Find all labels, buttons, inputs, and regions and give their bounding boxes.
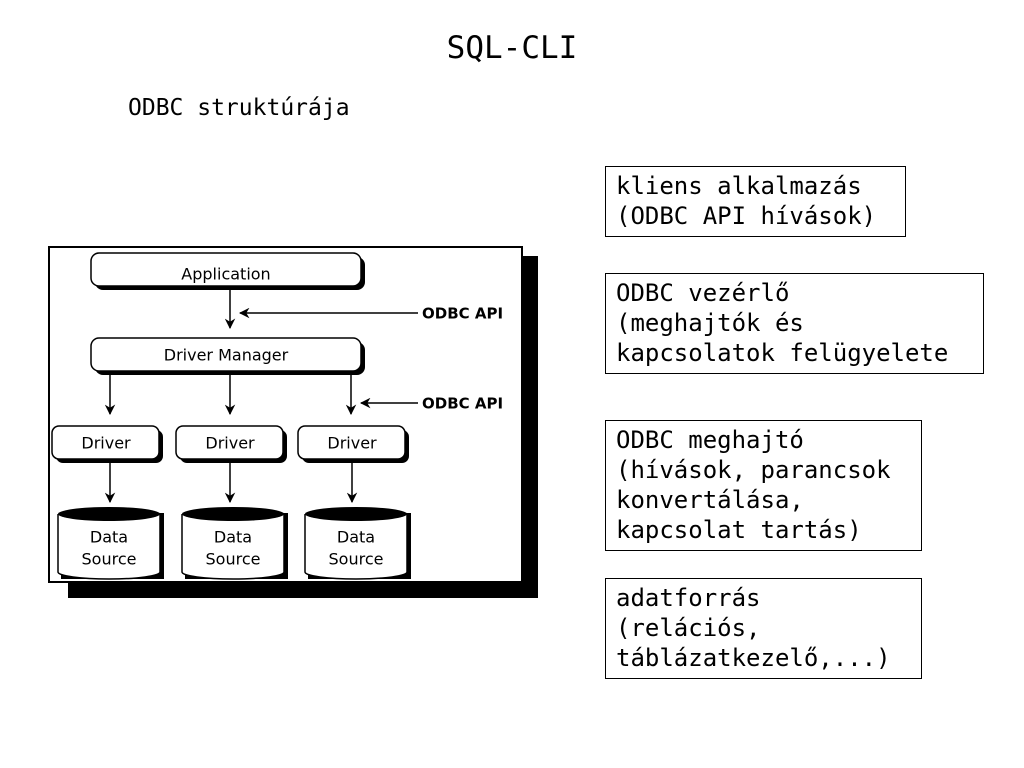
note-line: (ODBC API hívások) [616, 202, 877, 230]
note-line: adatforrás [616, 584, 761, 612]
data-source-label-3a: Data [337, 528, 375, 547]
driver-box-3: Driver [297, 425, 409, 463]
note-client-application: kliens alkalmazás(ODBC API hívások) [605, 166, 906, 237]
odbc-diagram-svg: Application ODBC API Driver Manager ODBC… [48, 246, 538, 598]
page-subtitle: ODBC struktúrája [128, 95, 350, 121]
application-box: Application [90, 252, 365, 290]
odbc-api-label-1: ODBC API [422, 305, 503, 323]
driver-manager-label: Driver Manager [164, 346, 289, 365]
data-source-cylinder-1: Data Source [57, 507, 164, 580]
driver-label-2: Driver [205, 434, 255, 453]
odbc-architecture-diagram: Application ODBC API Driver Manager ODBC… [48, 246, 538, 598]
data-source-label-1a: Data [90, 528, 128, 547]
note-line: kapcsolat tartás) [616, 516, 862, 544]
driver-box-2: Driver [175, 425, 287, 463]
page-title: SQL-CLI [446, 30, 578, 66]
note-line: ODBC meghajtó [616, 426, 804, 454]
data-source-label-3b: Source [329, 550, 384, 569]
data-source-label-2b: Source [206, 550, 261, 569]
note-line: táblázatkezelő,...) [616, 644, 891, 672]
note-data-source: adatforrás(relációs,táblázatkezelő,...) [605, 578, 922, 679]
note-line: kliens alkalmazás [616, 172, 862, 200]
application-label: Application [181, 265, 270, 284]
driver-label-3: Driver [327, 434, 377, 453]
data-source-label-1b: Source [82, 550, 137, 569]
driver-manager-box: Driver Manager [90, 337, 365, 375]
data-source-cylinder-2: Data Source [181, 507, 288, 580]
odbc-api-label-2: ODBC API [422, 395, 503, 413]
note-line: (hívások, parancsok [616, 456, 891, 484]
data-source-label-2a: Data [214, 528, 252, 547]
data-source-cylinder-3: Data Source [304, 507, 411, 580]
driver-label-1: Driver [81, 434, 131, 453]
note-line: ODBC vezérlő [616, 279, 790, 307]
note-line: (relációs, [616, 614, 761, 642]
note-line: konvertálása, [616, 486, 804, 514]
note-line: (meghajtók és [616, 309, 804, 337]
driver-box-1: Driver [51, 425, 163, 463]
note-line: kapcsolatok felügyelete [616, 339, 949, 367]
